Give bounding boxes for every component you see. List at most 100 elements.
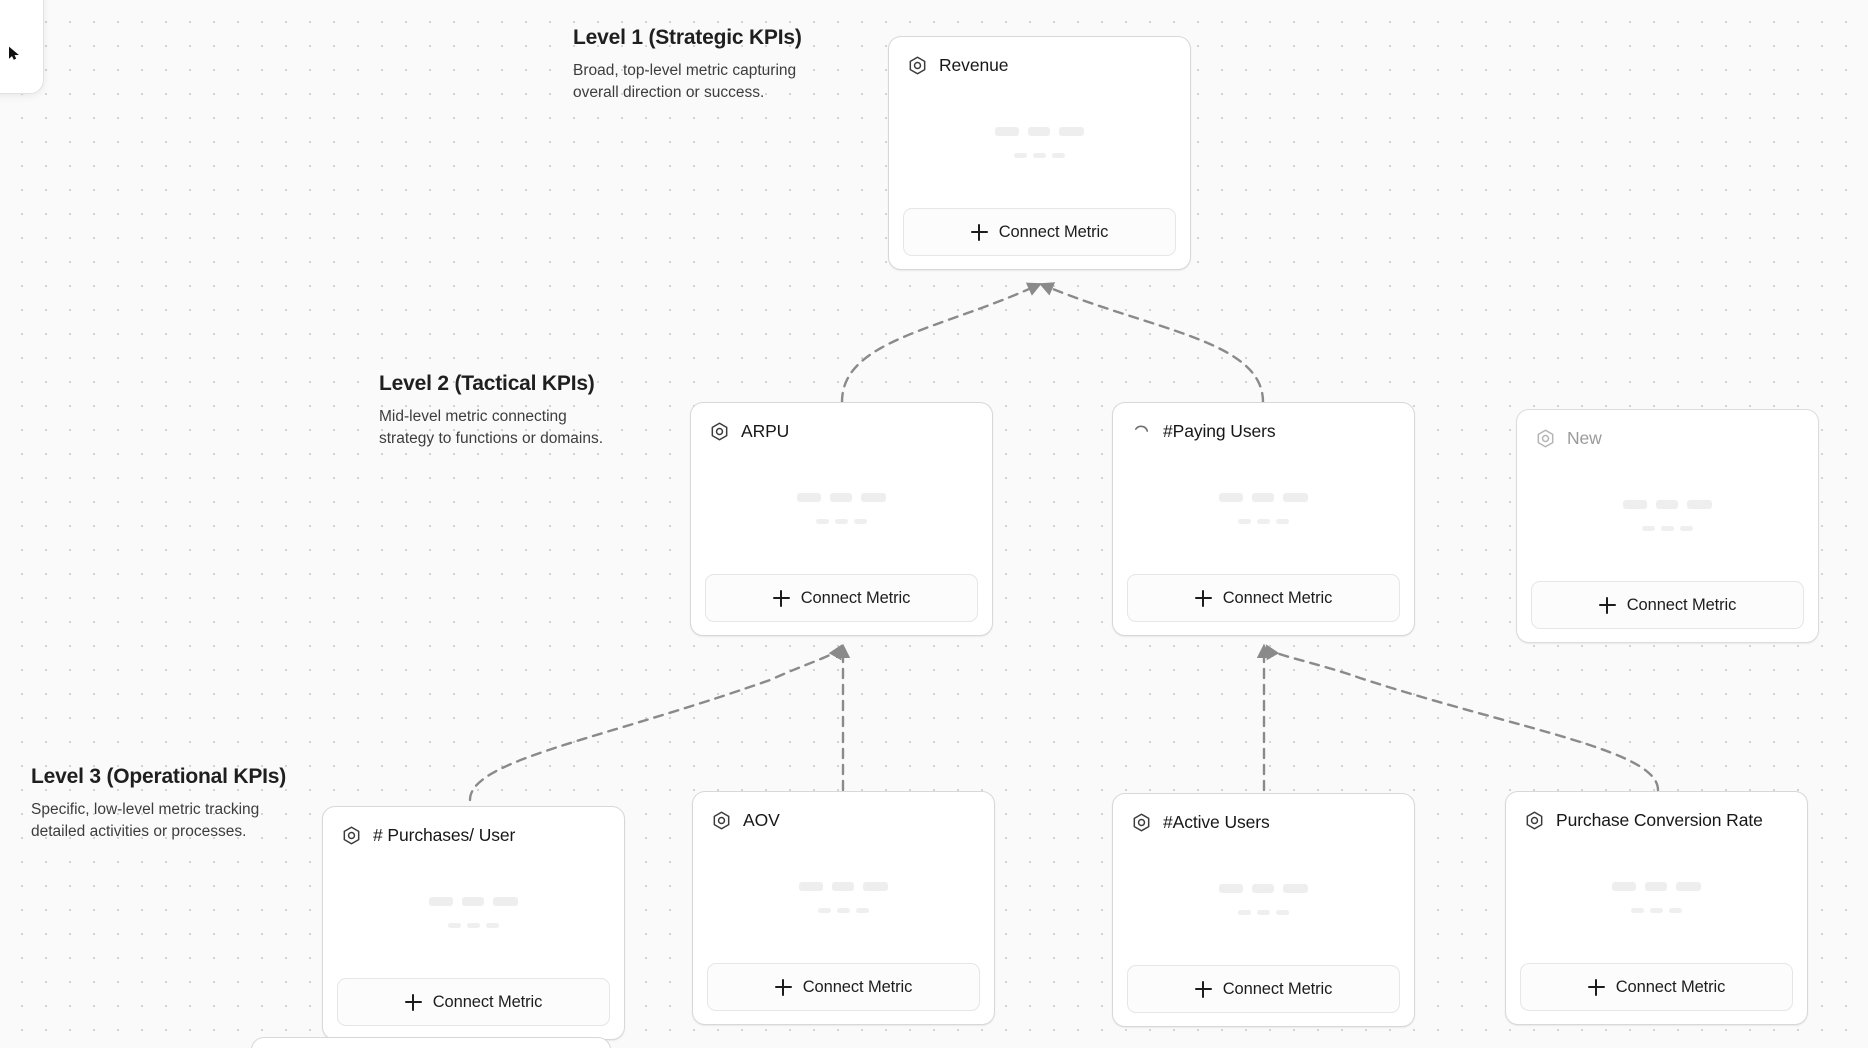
edge-conversion-to-paying-users [1265,644,1660,792]
connect-metric-label: Connect Metric [998,222,1109,241]
connect-metric-label: Connect Metric [1222,588,1333,607]
card-header: # Purchases/ User [337,821,610,846]
level-3-block: Level 3 (Operational KPIs) Specific, low… [31,765,291,843]
connect-metric-label: Connect Metric [1626,595,1737,614]
connect-metric-button[interactable]: Connect Metric [1127,965,1400,1013]
connect-metric-label: Connect Metric [1615,977,1726,996]
connect-metric-button[interactable]: Connect Metric [1520,963,1793,1011]
cursor-pointer-icon [9,46,19,60]
connect-metric-label: Connect Metric [432,992,543,1011]
connect-metric-button[interactable]: Connect Metric [1531,581,1804,629]
level-1-title: Level 1 (Strategic KPIs) [573,26,802,49]
skeleton-bar [1283,492,1308,502]
metric-card-active-users[interactable]: #Active Users Connect Metric [1112,793,1415,1027]
connect-metric-button[interactable]: Connect Metric [707,963,980,1011]
connect-metric-label: Connect Metric [800,588,911,607]
edge-arpu-to-revenue [840,282,1042,404]
connect-metric-button[interactable]: Connect Metric [903,208,1176,256]
skeleton-row-secondary [1014,152,1065,158]
skeleton-row-primary [799,881,888,891]
card-title: ARPU [741,421,790,441]
skeleton-bar [1014,152,1027,158]
skeleton-bar [1276,518,1289,524]
skeleton-bar [1645,881,1667,891]
card-skeleton-body [903,76,1176,208]
metric-card-purchases-per-user[interactable]: # Purchases/ User Connect Metric [322,806,625,1040]
skeleton-bar [1257,909,1270,915]
skeleton-bar [1238,518,1251,524]
hexagon-icon [1133,813,1150,832]
skeleton-bar [467,922,480,928]
skeleton-row-primary [797,492,886,502]
plus-icon [772,589,790,607]
card-title: Purchase Conversion Rate [1556,810,1763,830]
skeleton-bar [1219,883,1243,893]
card-skeleton-body [337,846,610,978]
skeleton-bar [818,907,831,913]
skeleton-bar [1033,152,1046,158]
card-skeleton-body [1531,449,1804,581]
card-header: ARPU [705,417,978,442]
metric-card-new[interactable]: New Connect Metric [1516,409,1819,643]
skeleton-bar [995,126,1019,136]
level-2-title: Level 2 (Tactical KPIs) [379,372,595,395]
plus-icon [1194,589,1212,607]
level-1-block: Level 1 (Strategic KPIs) Broad, top-leve… [573,26,823,104]
plus-icon [404,993,422,1011]
level-3-description: Specific, low-level metric tracking deta… [31,801,260,840]
skeleton-bar [1252,883,1274,893]
connect-metric-button[interactable]: Connect Metric [1127,574,1400,622]
card-header: Purchase Conversion Rate [1520,806,1793,831]
skeleton-row-primary [995,126,1084,136]
metric-card-partial-offscreen[interactable] [251,1037,611,1048]
skeleton-bar [1059,126,1084,136]
hexagon-icon [713,811,730,830]
hexagon-icon [1537,429,1554,448]
skeleton-bar [1257,518,1270,524]
metric-card-revenue[interactable]: Revenue Connect Metric [888,36,1191,270]
skeleton-row-secondary [1631,907,1682,913]
loading-spinner-icon [1134,425,1149,432]
skeleton-bar [1623,499,1647,509]
skeleton-row-secondary [1238,909,1289,915]
offscreen-panel[interactable] [0,0,44,94]
card-header: #Paying Users [1127,417,1400,442]
connect-metric-label: Connect Metric [1222,979,1333,998]
metric-card-paying-users[interactable]: #Paying Users Connect Metric [1112,402,1415,636]
metric-card-arpu[interactable]: ARPU Connect Metric [690,402,993,636]
card-skeleton-body [1127,833,1400,965]
skeleton-row-primary [429,896,518,906]
plus-icon [774,978,792,996]
skeleton-bar [448,922,461,928]
metric-card-purchase-conversion-rate[interactable]: Purchase Conversion Rate Connect Metric [1505,791,1808,1025]
skeleton-bar [1650,907,1663,913]
skeleton-bar [1252,492,1274,502]
skeleton-bar [1238,909,1251,915]
card-title: New [1567,428,1602,448]
hexagon-icon [343,826,360,845]
connect-metric-button[interactable]: Connect Metric [705,574,978,622]
skeleton-bar [1687,499,1712,509]
skeleton-row-secondary [818,907,869,913]
plus-icon [1194,980,1212,998]
hexagon-icon [711,422,728,441]
level-2-description: Mid-level metric connecting strategy to … [379,408,604,447]
card-title: #Paying Users [1163,421,1276,441]
level-1-description: Broad, top-level metric capturing overal… [573,62,797,101]
card-header: Revenue [903,51,1176,76]
skeleton-bar [797,492,821,502]
skeleton-bar [832,881,854,891]
skeleton-bar [1028,126,1050,136]
level-3-title: Level 3 (Operational KPIs) [31,765,287,788]
card-skeleton-body [705,442,978,574]
skeleton-bar [1276,909,1289,915]
level-2-block: Level 2 (Tactical KPIs) Mid-level metric… [379,372,624,450]
edge-purchases-to-arpu [468,644,843,802]
skeleton-row-secondary [1642,525,1693,531]
skeleton-bar [493,896,518,906]
connect-metric-button[interactable]: Connect Metric [337,978,610,1026]
skeleton-bar [1661,525,1674,531]
metric-card-aov[interactable]: AOV Connect Metric [692,791,995,1025]
skeleton-bar [1676,881,1701,891]
